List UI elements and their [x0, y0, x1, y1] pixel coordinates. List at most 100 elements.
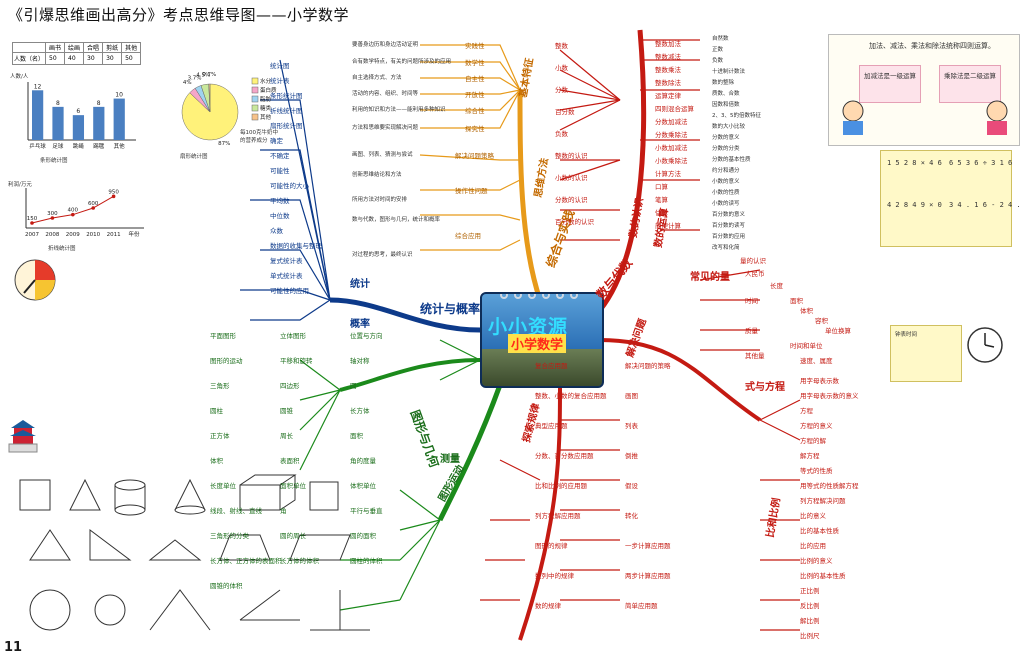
expression-node: 列方程解决问题 [800, 497, 846, 505]
clock-icon [967, 327, 1003, 363]
expression-node: 用等式的性质解方程 [800, 482, 859, 490]
expression-node: 等式的性质 [800, 467, 833, 475]
expression-node: 方程的意义 [800, 422, 833, 430]
geometry-node: 长方体 [350, 407, 370, 415]
number-leaf: 小数的读写 [712, 201, 740, 207]
geometry-node: 表面积 [280, 457, 300, 465]
stat-table-cell: 30 [102, 52, 123, 65]
geometry-node: 三角形 [210, 382, 230, 390]
statistics-node: 可能性的大小 [270, 182, 309, 190]
stat-table-header: 绘画 [64, 42, 85, 53]
pie-legend-swatch [251, 77, 259, 85]
number-leaf: 数的大小比较 [712, 124, 746, 130]
geometry-node: 平行与垂直 [350, 507, 383, 515]
bar-category: 足球 [52, 142, 64, 150]
problem-node: 一步计算应用题 [625, 542, 671, 550]
geometry-node: 图形的运动 [210, 357, 243, 365]
top-leaf: 自主选择方式、方法 [352, 75, 402, 81]
line-point [111, 194, 116, 199]
geometry-node: 四边形 [280, 382, 300, 390]
pie-chart-label: 扇形统计图 [180, 154, 208, 160]
number-node: 整数减法 [655, 53, 681, 61]
pie-legend-label: 水分 [260, 77, 272, 85]
bar [72, 115, 85, 140]
problem-node: 比和比例的应用题 [535, 482, 587, 490]
line-value: 400 [68, 208, 79, 214]
statistics-node: 条形统计图 [270, 92, 303, 100]
expression-node: 用字母表示数的意义 [800, 392, 859, 400]
stat-table-header: 画书 [45, 42, 66, 53]
geometry-node: 周长 [280, 432, 293, 440]
number-leaf: 2、3、5的倍数特征 [712, 113, 761, 119]
problem-node: 两步计算应用题 [625, 572, 671, 580]
measure-node: 质量 [745, 327, 758, 335]
pie-value: 0.7% [202, 72, 216, 78]
geometry-node: 线段、射线、直线 [210, 507, 262, 515]
line-year: 2011 [107, 232, 121, 238]
branch-ce-liang: 测量 [440, 454, 460, 465]
center-image: 小小资源 小学数学 [480, 292, 604, 388]
bar-category: 乒乓球 [29, 142, 46, 150]
problem-node: 列方程解应用题 [535, 512, 581, 520]
stat-table-cell: 30 [83, 52, 104, 65]
line-value: 150 [27, 216, 38, 222]
geometry-sketches [19, 474, 370, 631]
calc-example: 6 5 3 6 ÷ 3 1 6 [949, 159, 1013, 167]
top-node: 开放性 [465, 91, 485, 99]
expression-node: 比例的意义 [800, 557, 833, 565]
statistics-node: 扇形统计图 [270, 122, 303, 130]
geometry-node: 立体图形 [280, 332, 306, 340]
line-year: 2008 [45, 232, 59, 238]
geometry-node: 平移和旋转 [280, 357, 313, 365]
number-leaf: 小数的性质 [712, 190, 740, 196]
top-node: 解决问题策略 [455, 152, 494, 160]
line-point [50, 216, 55, 220]
calc-example: 1 5 2 8 × 4 6 [887, 159, 942, 167]
geometry-node: 面积 [350, 432, 363, 440]
top-leaf: 创新思维结论和方法 [352, 172, 402, 178]
measure-node: 时间和单位 [790, 342, 823, 350]
line-point [30, 221, 34, 225]
number-leaf: 负数 [712, 58, 724, 64]
number-node: 整数乘法 [655, 66, 681, 74]
top-node: 综合应用 [455, 232, 481, 240]
branch-chang-jian-de-liang: 常见的量 [690, 272, 730, 283]
statistics-node: 折线统计图 [270, 107, 303, 115]
bar-value: 8 [97, 100, 101, 107]
top-node: 自主性 [465, 75, 485, 83]
number-leaf: 百分数的应用 [712, 234, 746, 240]
expression-node: 用字母表示数 [800, 377, 839, 385]
top-node: 综合性 [465, 107, 485, 115]
geometry-node: 圆锥的体积 [210, 582, 243, 590]
number-leaf: 百分数的意义 [712, 212, 746, 218]
cartoon-text-1: 加法、减法、乘法和除法统称四则运算。 [869, 42, 995, 50]
expression-node: 比例的基本性质 [800, 572, 846, 580]
number-leaf: 因数和倍数 [712, 102, 740, 108]
geometry-node: 圆 [350, 382, 357, 390]
problem-node: 典型应用题 [535, 422, 568, 430]
measure-node: 面积 [790, 297, 803, 305]
number-node: 分数乘除法 [655, 131, 688, 139]
line-value: 600 [88, 201, 99, 207]
geometry-node: 圆锥 [280, 407, 293, 415]
number-leaf: 十进制计数法 [712, 69, 746, 75]
geometry-node: 体积单位 [350, 482, 376, 490]
expression-node: 解比例 [800, 617, 820, 625]
clock-note: 钟表时间 [890, 325, 962, 382]
number-leaf: 分数的意义 [712, 135, 740, 141]
problem-node: 数列中的规律 [535, 572, 574, 580]
bar-category: 踢毽 [93, 142, 105, 150]
pie-legend-label: 脂肪 [260, 95, 272, 103]
number-node: 分数的认识 [555, 196, 588, 204]
calc-example: 3 4 . 1 6 - 2 4 . 2 9 [949, 201, 1024, 209]
pie-legend-swatch [251, 104, 259, 112]
problem-node: 转化 [625, 512, 638, 520]
geometry-node: 面积单位 [280, 482, 306, 490]
number-node: 笔算 [655, 196, 668, 204]
number-leaf: 百分数的读写 [712, 223, 746, 229]
page-title: 《引爆思维画出高分》考点思维导图——小学数学 [8, 6, 350, 24]
pie-value: 3.7% [188, 75, 202, 81]
bar [32, 90, 44, 140]
